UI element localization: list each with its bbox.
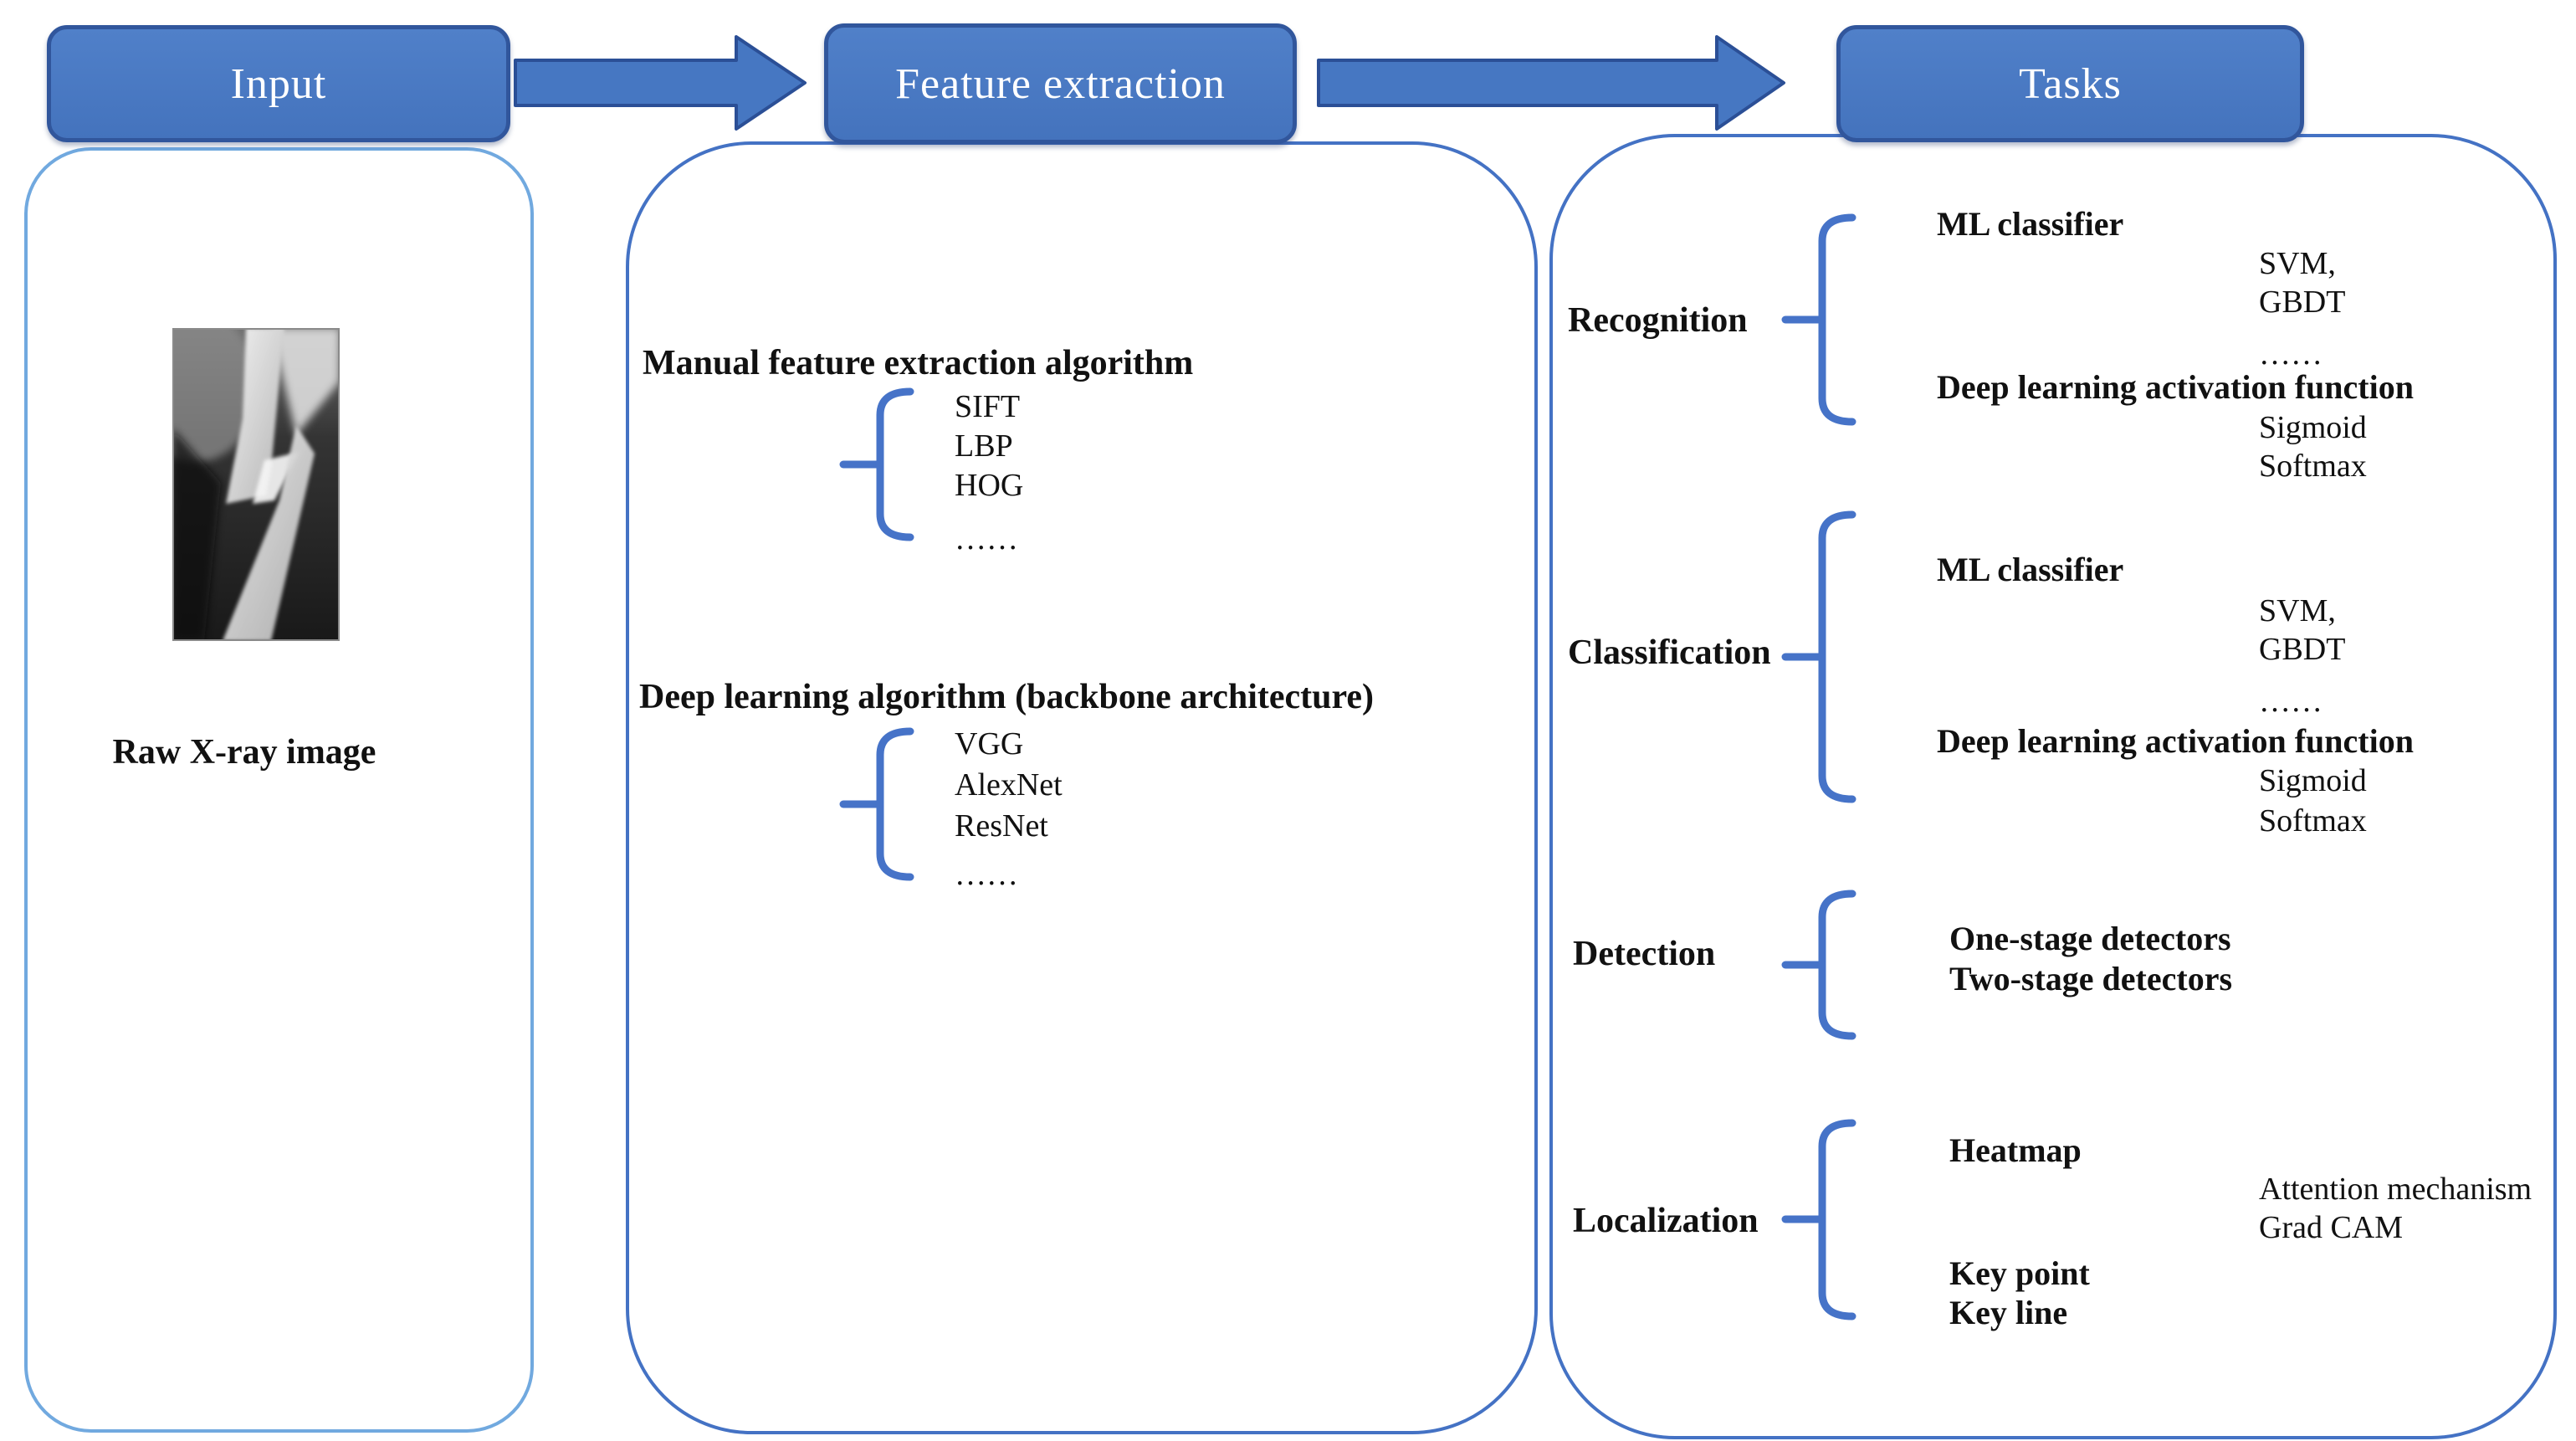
curly-brace-classification-icon: [1781, 510, 1856, 803]
xray-caption: Raw X-ray image: [112, 733, 376, 772]
ellipsis-item: ……: [955, 857, 1018, 892]
deep-learning-title: Deep learning algorithm (backbone archit…: [639, 678, 1375, 716]
tasks-header-label: Tasks: [2019, 59, 2122, 108]
curly-brace-manual-icon: [839, 387, 914, 541]
ml-classifier-title: ML classifier: [1937, 551, 2124, 588]
manual-feature-title: Manual feature extraction algorithm: [643, 344, 1194, 382]
input-header-box: Input: [47, 25, 510, 142]
list-item: SVM,: [2259, 246, 2336, 281]
flow-arrow-features-to-tasks: [1317, 35, 1785, 131]
curly-brace-recognition-icon: [1781, 213, 1856, 426]
curly-brace-deep-icon: [839, 727, 914, 881]
feature-extraction-panel: [626, 141, 1538, 1434]
list-item: Attention mechanism: [2259, 1172, 2532, 1207]
list-item: VGG: [955, 726, 1024, 762]
list-item: Softmax: [2259, 803, 2367, 838]
task-label-localization: Localization: [1573, 1202, 1759, 1240]
list-item: SVM,: [2259, 593, 2336, 628]
list-item: GBDT: [2259, 285, 2346, 320]
dl-activation-title: Deep learning activation function: [1937, 368, 2414, 406]
list-item: ResNet: [955, 808, 1048, 844]
list-item: Two-stage detectors: [1949, 960, 2233, 997]
xray-image: [172, 328, 340, 641]
list-item: One-stage detectors: [1949, 920, 2231, 957]
tasks-header-box: Tasks: [1836, 25, 2304, 142]
list-item: AlexNet: [955, 767, 1063, 803]
list-item: HOG: [955, 468, 1024, 503]
curly-brace-localization-icon: [1781, 1119, 1856, 1320]
list-item: Key point: [1949, 1254, 2090, 1292]
ellipsis-item: ……: [955, 521, 1018, 556]
list-item: SIFT: [955, 389, 1021, 424]
task-label-detection: Detection: [1573, 935, 1716, 973]
flow-arrow-input-to-features: [514, 35, 807, 131]
task-label-recognition: Recognition: [1568, 301, 1748, 340]
dl-activation-title: Deep learning activation function: [1937, 722, 2414, 760]
ellipsis-item: ……: [2259, 336, 2322, 372]
tasks-panel: [1549, 134, 2557, 1439]
list-item: Grad CAM: [2259, 1210, 2404, 1245]
list-item: Sigmoid: [2259, 410, 2367, 445]
task-label-classification: Classification: [1568, 633, 1771, 672]
list-item: Key line: [1949, 1294, 2068, 1331]
feature-extraction-header-box: Feature extraction: [824, 23, 1297, 144]
list-item: Heatmap: [1949, 1131, 2082, 1169]
ellipsis-item: ……: [2259, 684, 2322, 719]
feature-extraction-header-label: Feature extraction: [895, 59, 1226, 108]
curly-brace-detection-icon: [1781, 890, 1856, 1040]
list-item: Sigmoid: [2259, 763, 2367, 798]
list-item: GBDT: [2259, 632, 2346, 667]
list-item: Softmax: [2259, 449, 2367, 484]
ml-classifier-title: ML classifier: [1937, 205, 2124, 243]
list-item: LBP: [955, 428, 1013, 464]
input-header-label: Input: [230, 59, 327, 108]
